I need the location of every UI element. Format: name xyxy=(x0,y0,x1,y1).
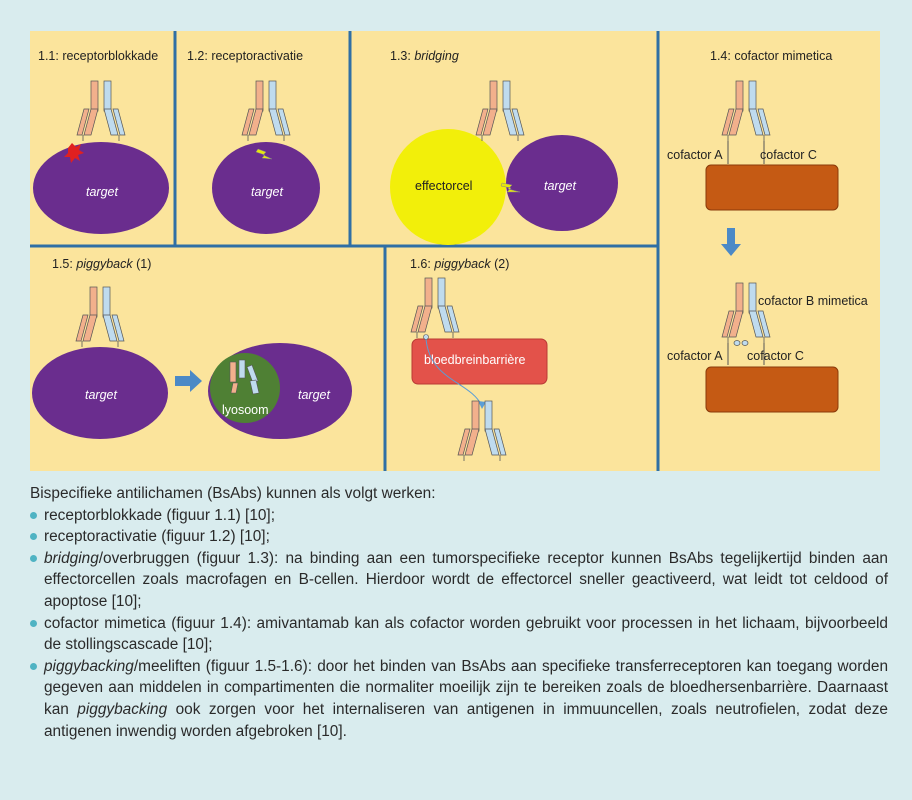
cofactor-c-label: cofactor C xyxy=(747,349,804,363)
caption-list-item: receptoractivatie (figuur 1.2) [10]; xyxy=(30,526,888,548)
cofactor-a-label: cofactor A xyxy=(667,148,723,162)
panel-dividers xyxy=(30,31,660,471)
target-cell xyxy=(506,135,618,231)
bullet-icon xyxy=(30,511,37,519)
lysosome-label: lyosoom xyxy=(222,403,269,417)
panel-1-2: 1.2: receptoractivatie target xyxy=(187,49,320,234)
target-cell xyxy=(33,142,169,234)
caption-list-item: receptorblokkade (figuur 1.1) [10]; xyxy=(30,505,888,527)
panel-1-5: 1.5: piggyback (1) target lyosoom target xyxy=(32,257,352,439)
panel-1-3: 1.3: bridging effectorcel target xyxy=(390,49,618,245)
lysosome xyxy=(210,353,280,423)
panel-1-5-target-label: target xyxy=(85,388,117,402)
cofactor-block xyxy=(705,366,839,413)
caption-list-item: cofactor mimetica (figuur 1.4): amivanta… xyxy=(30,613,888,656)
bullet-icon xyxy=(30,533,37,541)
activation-lightning-icon xyxy=(255,148,273,160)
cofactor-block xyxy=(705,164,839,211)
panel-1-2-title: 1.2: receptoractivatie xyxy=(187,49,303,63)
panel-1-4-title: 1.4: cofactor mimetica xyxy=(710,49,832,63)
cofactor-b-label: cofactor B mimetica xyxy=(758,294,868,308)
panel-1-1: 1.1: receptorblokkade target xyxy=(33,49,169,234)
panel-1-4: 1.4: cofactor mimetica cofactor A cofact… xyxy=(667,49,868,413)
internalized-antibody-fragments xyxy=(229,359,260,395)
effector-cell xyxy=(390,129,506,245)
caption-intro: Bispecifieke antilichamen (BsAbs) kunnen… xyxy=(30,485,436,502)
barrier-label: bloedbreinbarrière xyxy=(424,353,526,367)
panel-1-5-title: 1.5: piggyback (1) xyxy=(52,257,151,271)
caption-list-item: piggybacking/meeliften (figuur 1.5-1.6):… xyxy=(30,656,888,742)
blood-brain-barrier xyxy=(411,338,548,385)
caption-list: receptorblokkade (figuur 1.1) [10]; rece… xyxy=(30,505,888,743)
panel-1-5-target-label-2: target xyxy=(298,388,330,402)
panel-1-3-target-label: target xyxy=(544,179,576,193)
activation-lightning-icon xyxy=(500,182,521,193)
diagram-figure: 1.1: receptorblokkade target 1.2: recept… xyxy=(30,31,880,471)
panel-1-2-target-label: target xyxy=(251,185,283,199)
bullet-icon xyxy=(30,619,37,627)
bullet-icon xyxy=(30,554,37,562)
panel-1-1-title: 1.1: receptorblokkade xyxy=(38,49,158,63)
cofactor-b-mimetic xyxy=(733,340,741,346)
caption-list-item: bridging/overbruggen (figuur 1.3): na bi… xyxy=(30,548,888,613)
right-arrow-icon xyxy=(175,370,202,392)
caption: Bispecifieke antilichamen (BsAbs) kunnen… xyxy=(30,483,888,742)
cofactor-c-label: cofactor C xyxy=(760,148,817,162)
effector-cell-label: effectorcel xyxy=(415,179,472,193)
target-cell xyxy=(32,347,168,439)
cofactor-a-label: cofactor A xyxy=(667,349,723,363)
panel-1-3-title: 1.3: bridging xyxy=(390,49,459,63)
down-arrow-icon xyxy=(721,228,741,256)
panel-1-6: 1.6: piggyback (2) bloedbreinbarrière xyxy=(410,257,548,462)
cofactor-b-mimetic xyxy=(741,340,749,346)
panel-1-6-title: 1.6: piggyback (2) xyxy=(410,257,509,271)
transport-arrow xyxy=(425,338,483,407)
bullet-icon xyxy=(30,662,37,670)
blocked-receptor-icon xyxy=(64,143,84,163)
target-cell xyxy=(212,142,320,234)
panel-1-1-target-label: target xyxy=(86,185,118,199)
